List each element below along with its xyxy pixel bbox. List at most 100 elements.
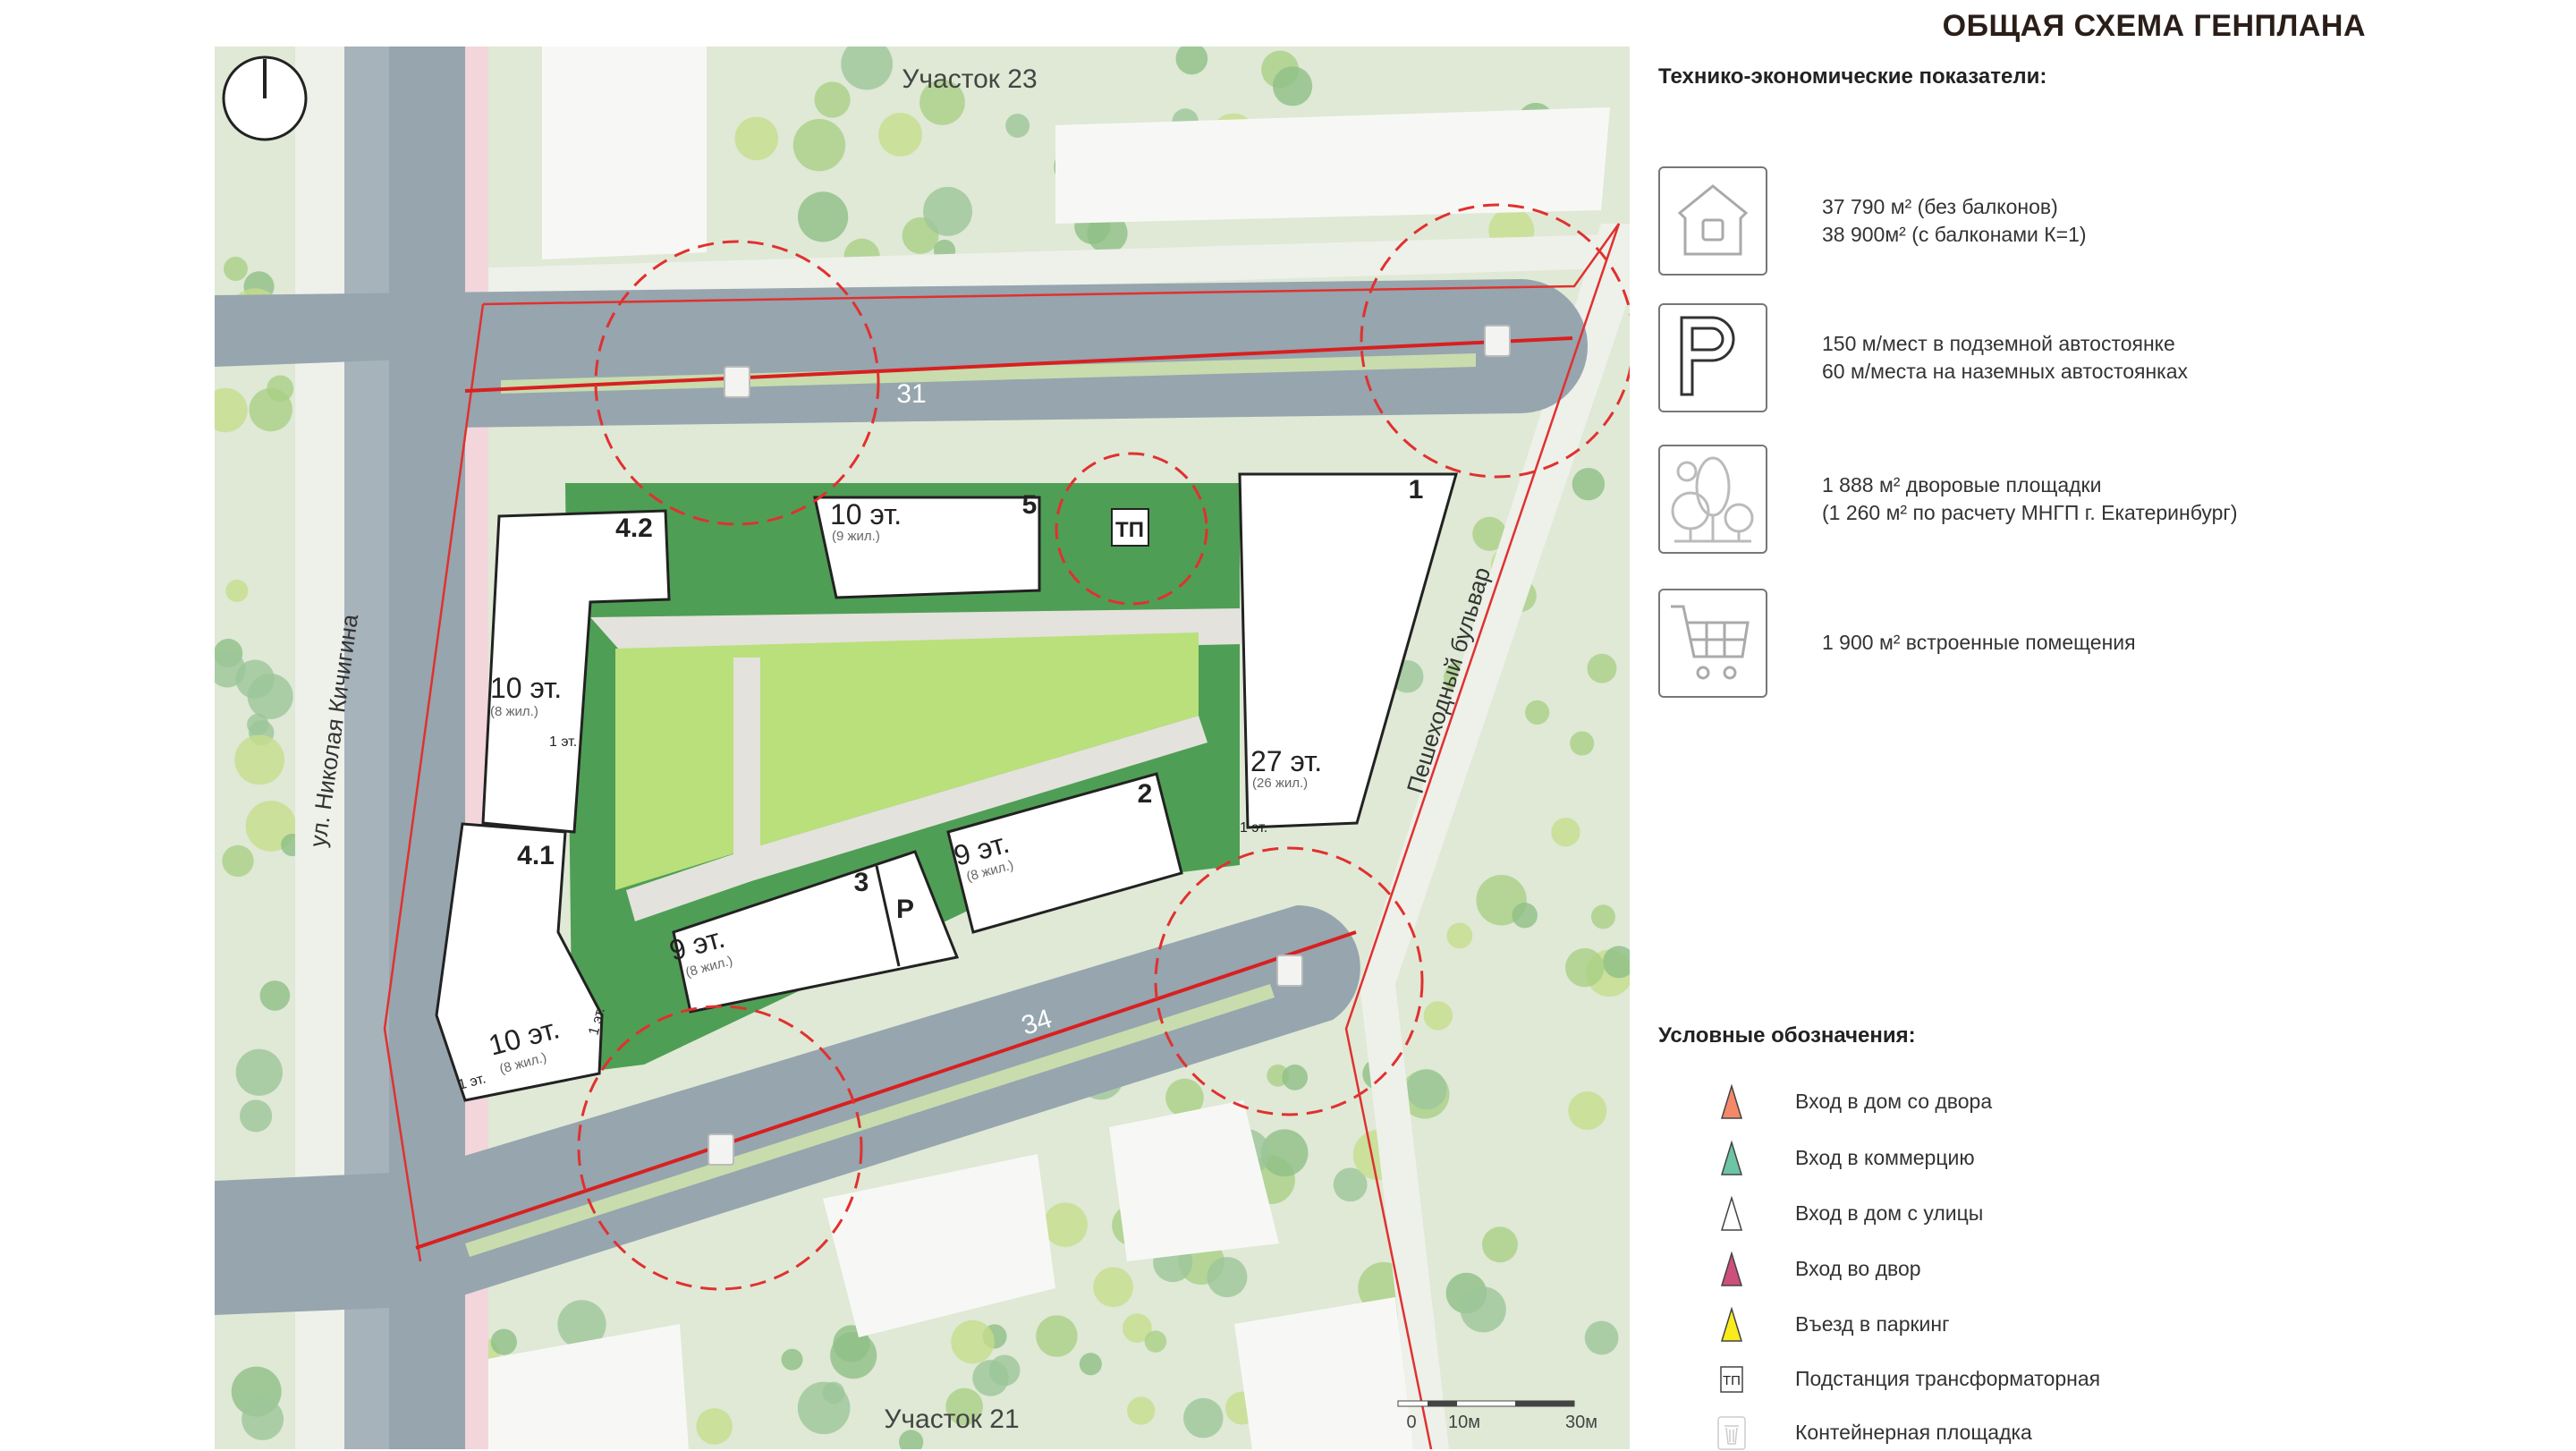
building-4-1[interactable]: [435, 822, 604, 1102]
tree-icon: [1460, 1286, 1506, 1333]
tree-icon: [1568, 1091, 1607, 1131]
sanitary-zone-circle: [594, 240, 880, 526]
tree-icon: [814, 81, 851, 118]
tree-icon: [1005, 114, 1030, 138]
tree-icon: [1127, 1396, 1156, 1425]
tree-icon: [1551, 818, 1580, 847]
legend-item: Вход в дом со двора: [1699, 1084, 2326, 1120]
tree-icon: [1175, 47, 1208, 75]
building-1[interactable]: [1238, 472, 1458, 829]
legend-label: Подстанция трансформаторная: [1795, 1367, 2101, 1390]
tree-icon: [822, 1381, 845, 1404]
utility-line: [415, 930, 1357, 1250]
tree-icon: [1043, 1202, 1088, 1247]
utility-line: [464, 336, 1573, 393]
indicator-line: 150 м/мест в подземной автостоянке: [1822, 331, 2175, 355]
tree-icon: [1406, 1069, 1447, 1110]
tree-icon: [841, 47, 894, 90]
site-boundary: [482, 223, 1621, 1449]
tree-icon: [1207, 1257, 1248, 1298]
tree-icon: [781, 1348, 803, 1370]
tree-icon: [1123, 1313, 1152, 1343]
tree-icon: [1087, 213, 1128, 254]
legend-item: Въезд в паркинг: [1699, 1307, 2326, 1343]
triangle-icon: [1720, 1084, 1743, 1119]
scale-label-10: 10м: [1448, 1413, 1480, 1432]
tree-icon: [1079, 1353, 1102, 1376]
indicator-line: (1 260 м² по расчету МНГП г. Екатеринбур…: [1822, 500, 2238, 524]
legend-label: Вход в дом с улицы: [1795, 1201, 1984, 1225]
scale-bar: 0 10м 30м: [1397, 1400, 1597, 1432]
triangle-icon: [1720, 1307, 1743, 1342]
tree-layer: [215, 47, 1630, 1449]
tree-icon: [1165, 1078, 1204, 1117]
tp-symbol: ТП: [1723, 1373, 1741, 1388]
tree-icon: [490, 1328, 517, 1355]
building-number: 1: [1409, 475, 1424, 505]
indicator-line: 60 м/места на наземных автостоянках: [1822, 359, 2189, 383]
plot-23-label: Участок 23: [902, 64, 1037, 94]
tree-icon: [1572, 467, 1606, 501]
building-residential: (26 жил.): [1252, 776, 1308, 791]
tree-icon: [945, 1387, 984, 1426]
neighbor-building: [1109, 1100, 1279, 1261]
courtyard-path: [626, 716, 1208, 921]
building-floors: 10 эт.: [830, 498, 902, 530]
tree-icon: [951, 1319, 995, 1364]
building-floors: 10 эт.: [490, 672, 562, 704]
tree-icon: [792, 118, 846, 172]
tree-icon: [1584, 1320, 1619, 1355]
tree-icon: [224, 257, 248, 281]
neighbor-building: [1055, 107, 1610, 224]
building-2[interactable]: [946, 772, 1183, 934]
tree-icon: [249, 387, 292, 432]
tree-icon: [1603, 946, 1630, 979]
tree-icon: [557, 1300, 606, 1349]
plot-21-label: Участок 21: [884, 1404, 1019, 1434]
tree-icon: [259, 980, 291, 1011]
scale-label-30: 30м: [1565, 1413, 1597, 1432]
building-number: 2: [1138, 779, 1153, 809]
legend-item: Вход в дом с улицы: [1699, 1196, 2326, 1232]
legend-label: Вход во двор: [1795, 1257, 1921, 1280]
parking-entrance-label: Р: [896, 895, 914, 924]
indicator-line: 38 900м² (с балконами К=1): [1822, 222, 2087, 246]
legend-heading: Условные обозначения:: [1658, 1023, 1916, 1048]
indicator-line: 1 888 м² дворовые площадки: [1822, 472, 2102, 496]
parking-icon: [1658, 303, 1767, 412]
tree-icon: [878, 113, 922, 157]
tree-icon: [1282, 1065, 1309, 1090]
sanitary-zone-circle: [1360, 203, 1630, 479]
indicator-parking: 150 м/мест в подземной автостоянке 60 м/м…: [1658, 303, 2463, 412]
building-5[interactable]: [813, 496, 1041, 599]
legend-item: ТП Подстанция трансформаторная: [1699, 1362, 2326, 1397]
tree-icon: [1525, 700, 1550, 726]
neighbor-building: [483, 1324, 689, 1449]
neighbor-building: [542, 47, 707, 259]
central-lawn: [615, 632, 1199, 890]
indicator-commercial: 1 900 м² встроенные помещения: [1658, 589, 2463, 698]
boulevard-walkway: [1360, 224, 1630, 1449]
tree-icon: [1512, 903, 1538, 929]
building-3[interactable]: [672, 850, 960, 1014]
trash-bin-icon: [724, 366, 750, 398]
building-4-2[interactable]: [481, 509, 671, 834]
triangle-icon: [1720, 1252, 1743, 1286]
trash-bin-icon: [1484, 325, 1511, 357]
tree-icon: [1446, 922, 1473, 949]
legend-label: Вход в дом со двора: [1795, 1090, 1993, 1113]
building-3-divider: [875, 865, 901, 967]
tree-icon: [1260, 1129, 1309, 1177]
tree-icon: [797, 191, 849, 242]
transformer-substation[interactable]: [1111, 508, 1149, 547]
tree-icon: [234, 734, 285, 785]
shopping-cart-icon: [1658, 589, 1767, 698]
triangle-icon: [1720, 1141, 1743, 1175]
building-number: 4.1: [517, 841, 555, 870]
tree-icon: [242, 1397, 284, 1440]
tree-icon: [1570, 731, 1595, 756]
tree-icon: [972, 1360, 1009, 1396]
legend-item: Вход во двор: [1699, 1252, 2326, 1287]
neighbor-building: [823, 1154, 1055, 1337]
tree-icon: [222, 844, 254, 878]
